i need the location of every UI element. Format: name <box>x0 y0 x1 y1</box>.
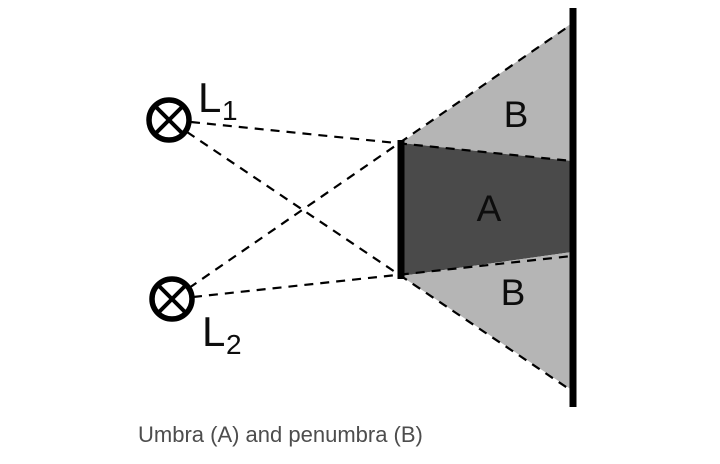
ray-l1-obstacle-bottom <box>186 131 573 392</box>
source-2-label: L <box>202 308 225 355</box>
diagram-caption: Umbra (A) and penumbra (B) <box>138 422 423 447</box>
light-source-1-icon <box>146 97 192 143</box>
penumbra-bottom-region <box>401 252 572 390</box>
ray-l2-obstacle-top <box>188 23 573 289</box>
penumbra-top-label: B <box>504 94 529 135</box>
umbra-label: A <box>477 188 502 229</box>
source-1-label-subscript: 1 <box>222 95 238 126</box>
penumbra-bottom-label: B <box>501 272 526 313</box>
light-source-1-cross-b <box>154 105 184 135</box>
source-2-label-subscript: 2 <box>226 329 242 360</box>
source-1-label: L <box>198 74 221 121</box>
umbra-region <box>401 143 572 276</box>
penumbra-top-region <box>401 23 572 161</box>
light-source-2-cross-b <box>157 284 187 314</box>
light-source-2-icon <box>149 276 195 322</box>
